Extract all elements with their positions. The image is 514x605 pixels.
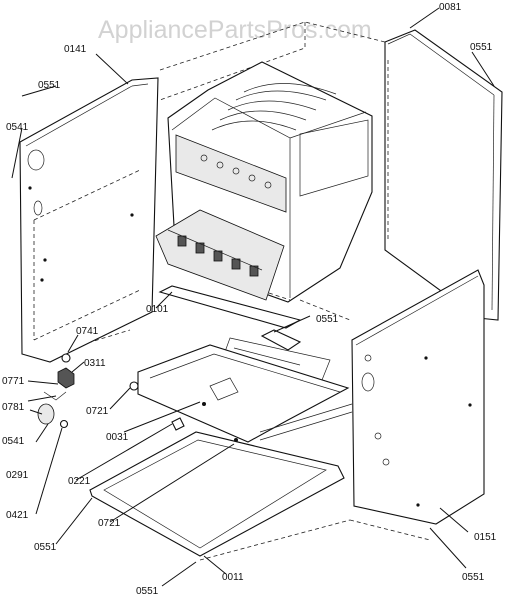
label-0551: 0551 [38,80,61,91]
burner-manifold[interactable] [155,209,285,301]
label-0151: 0151 [474,532,497,543]
label-0291: 0291 [6,470,29,481]
label-0551: 0551 [136,586,159,597]
rear-panel[interactable] [384,29,503,321]
label-0101: 0101 [146,304,169,315]
label-0081: 0081 [439,2,462,13]
label-0311: 0311 [84,358,106,369]
label-0721: 0721 [86,406,109,417]
label-0551: 0551 [470,42,493,53]
watermark: AppliancePartsPros.com [98,16,372,44]
label-0541: 0541 [6,122,29,133]
part-labels: 0081 0141 0551 0551 0541 0741 0311 0771 … [2,2,497,597]
label-0551: 0551 [316,314,339,325]
label-0141: 0141 [64,44,87,55]
label-0781: 0781 [2,402,25,413]
label-0551: 0551 [34,542,57,553]
label-0541: 0541 [2,436,25,447]
leader-lines [11,7,495,587]
gas-valve-parts[interactable] [37,353,185,431]
label-0421: 0421 [6,510,29,521]
left-side-panel[interactable] [19,77,159,363]
label-0011: 0011 [222,572,244,583]
label-0721: 0721 [98,518,121,529]
label-0551: 0551 [462,572,485,583]
label-0741: 0741 [76,326,99,337]
bottom-filter-panel[interactable] [89,422,345,557]
label-0031: 0031 [106,432,129,443]
label-0771: 0771 [2,376,25,387]
label-0221: 0221 [68,476,91,487]
right-front-panel[interactable] [259,269,485,525]
bottom-tray[interactable] [137,344,350,443]
